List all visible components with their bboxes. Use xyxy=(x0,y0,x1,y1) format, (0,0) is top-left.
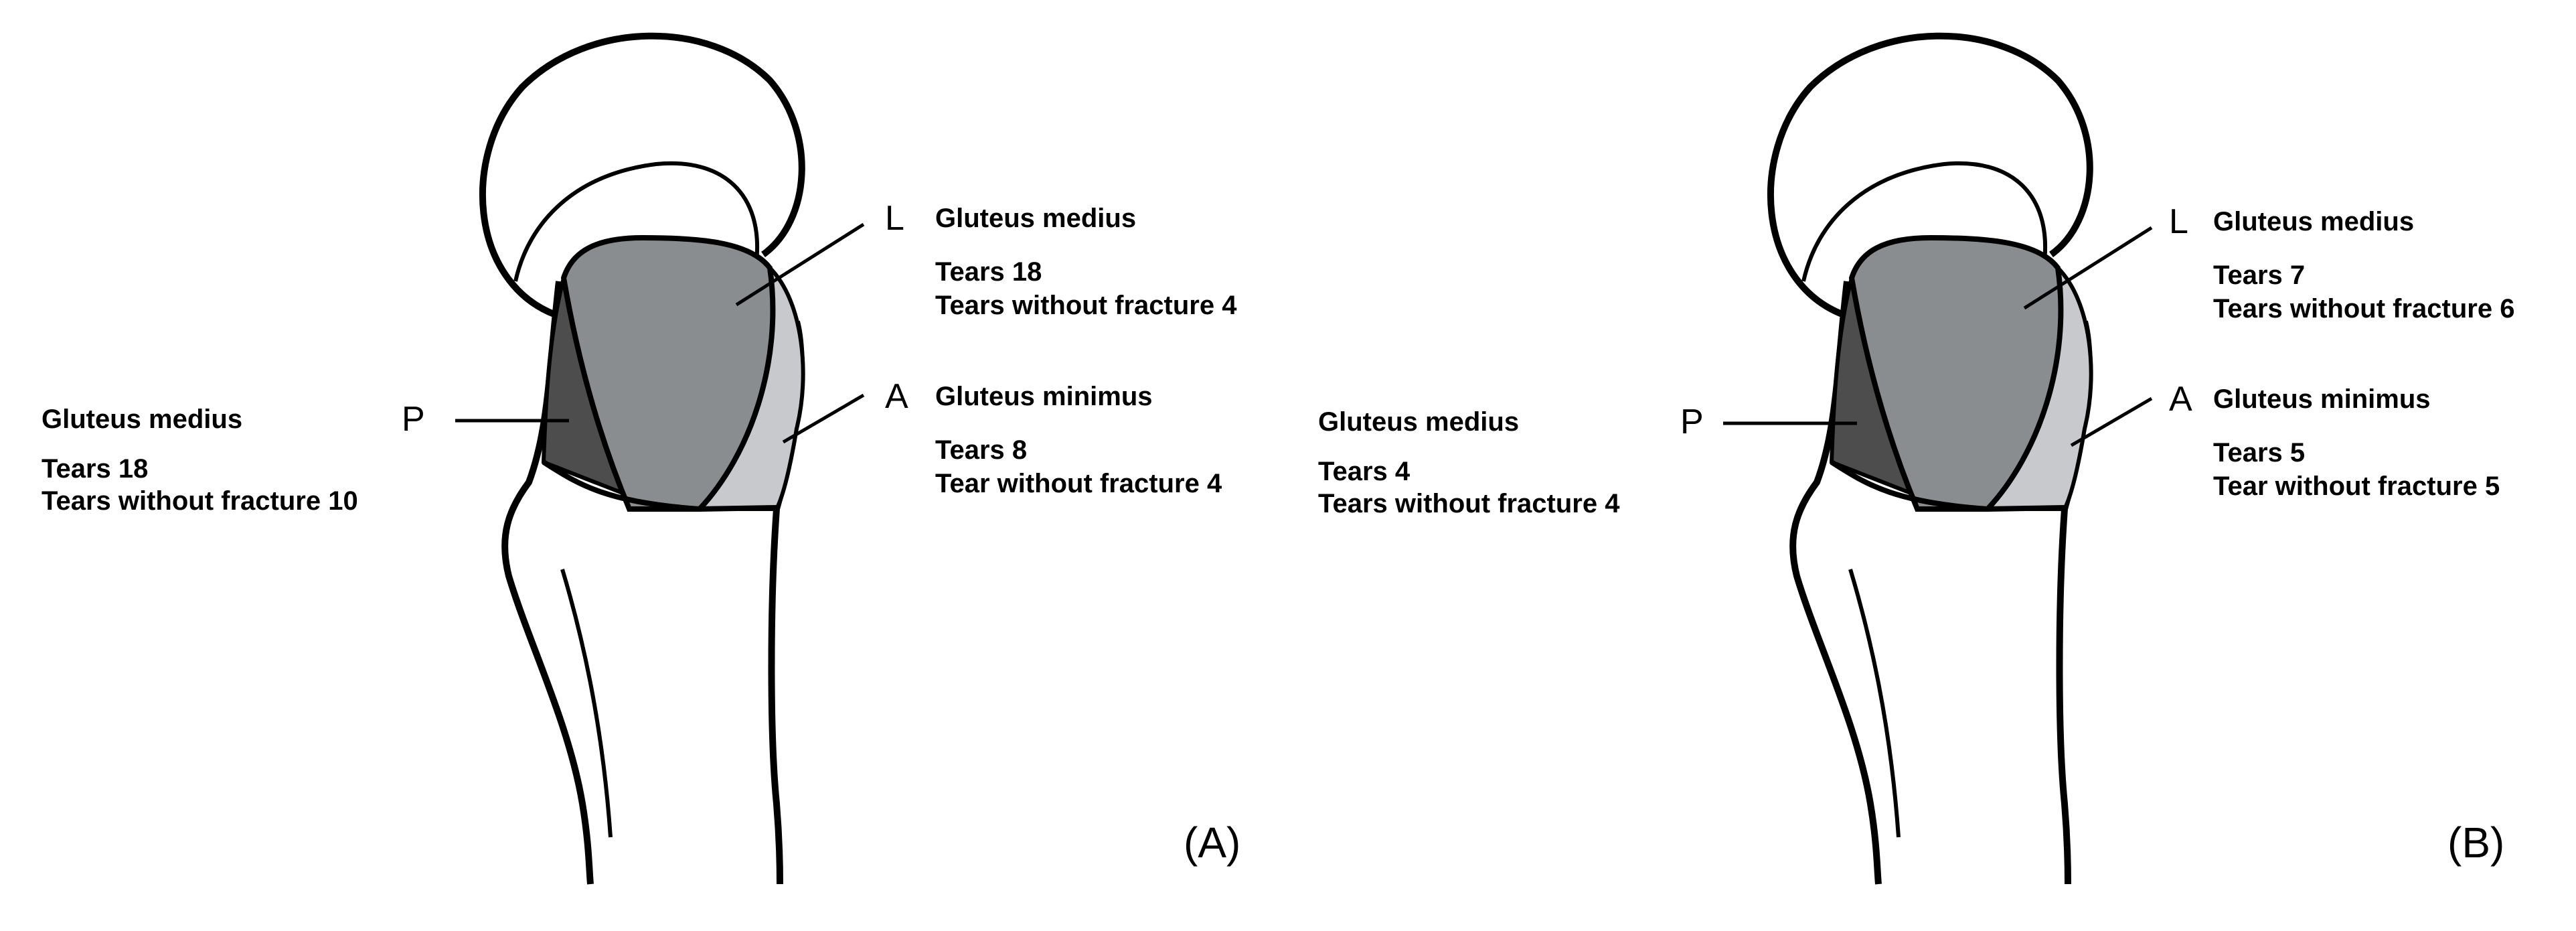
letter-l: L xyxy=(885,199,904,238)
panel-label: (B) xyxy=(2447,818,2505,867)
posterior-tears-without-fracture: Tears without fracture 4 xyxy=(1318,489,1620,518)
femur-diagram-a xyxy=(455,32,865,885)
leader-line-anterior xyxy=(782,393,865,444)
trochanter-base xyxy=(1830,459,2065,512)
lateral-tears: Tears 18 xyxy=(935,257,1042,287)
lateral-tears: Tears 7 xyxy=(2213,261,2306,290)
posterior-tears-without-fracture: Tears without fracture 10 xyxy=(42,486,358,516)
lateral-facet xyxy=(1848,234,2064,512)
panel-b: L Gluteus medius Tears 7 Tears without f… xyxy=(1288,0,2576,931)
letter-l: L xyxy=(2169,202,2188,241)
letter-a: A xyxy=(2169,380,2192,419)
leader-line-lateral xyxy=(2023,226,2153,310)
posterior-tears: Tears 18 xyxy=(42,454,149,484)
posterior-muscle-name: Gluteus medius xyxy=(42,405,243,434)
leader-line-anterior xyxy=(2070,397,2153,447)
linea-line xyxy=(560,569,613,838)
panel-label: (A) xyxy=(1184,818,1241,867)
lateral-tears-without-fracture: Tears without fracture 6 xyxy=(2213,294,2515,324)
trochanter-base xyxy=(542,459,777,512)
lateral-facet xyxy=(560,234,776,512)
letter-a: A xyxy=(885,377,908,416)
letter-p: P xyxy=(1680,403,1704,441)
posterior-tears: Tears 4 xyxy=(1318,457,1411,486)
anterior-tears: Tears 5 xyxy=(2213,438,2306,468)
lateral-muscle-name: Gluteus medius xyxy=(2213,207,2415,236)
head-neck-junction xyxy=(513,161,760,282)
lateral-tears-without-fracture: Tears without fracture 4 xyxy=(935,291,1237,320)
leader-line-lateral xyxy=(735,222,865,307)
anterior-muscle-name: Gluteus minimus xyxy=(2213,384,2431,414)
anterior-muscle-name: Gluteus minimus xyxy=(935,382,1153,411)
anterior-tears-without-fracture: Tear without fracture 4 xyxy=(935,469,1222,498)
panel-a: L Gluteus medius Tears 18 Tears without … xyxy=(42,32,1241,885)
letter-p: P xyxy=(402,400,425,439)
linea-line xyxy=(1848,569,1901,838)
lateral-muscle-name: Gluteus medius xyxy=(935,204,1137,233)
femur-diagram-b xyxy=(1723,32,2153,885)
head-neck-junction xyxy=(1801,161,2048,282)
anterior-tears: Tears 8 xyxy=(935,435,1028,465)
anterior-tears-without-fracture: Tear without fracture 5 xyxy=(2213,472,2500,501)
posterior-muscle-name: Gluteus medius xyxy=(1318,407,1520,437)
